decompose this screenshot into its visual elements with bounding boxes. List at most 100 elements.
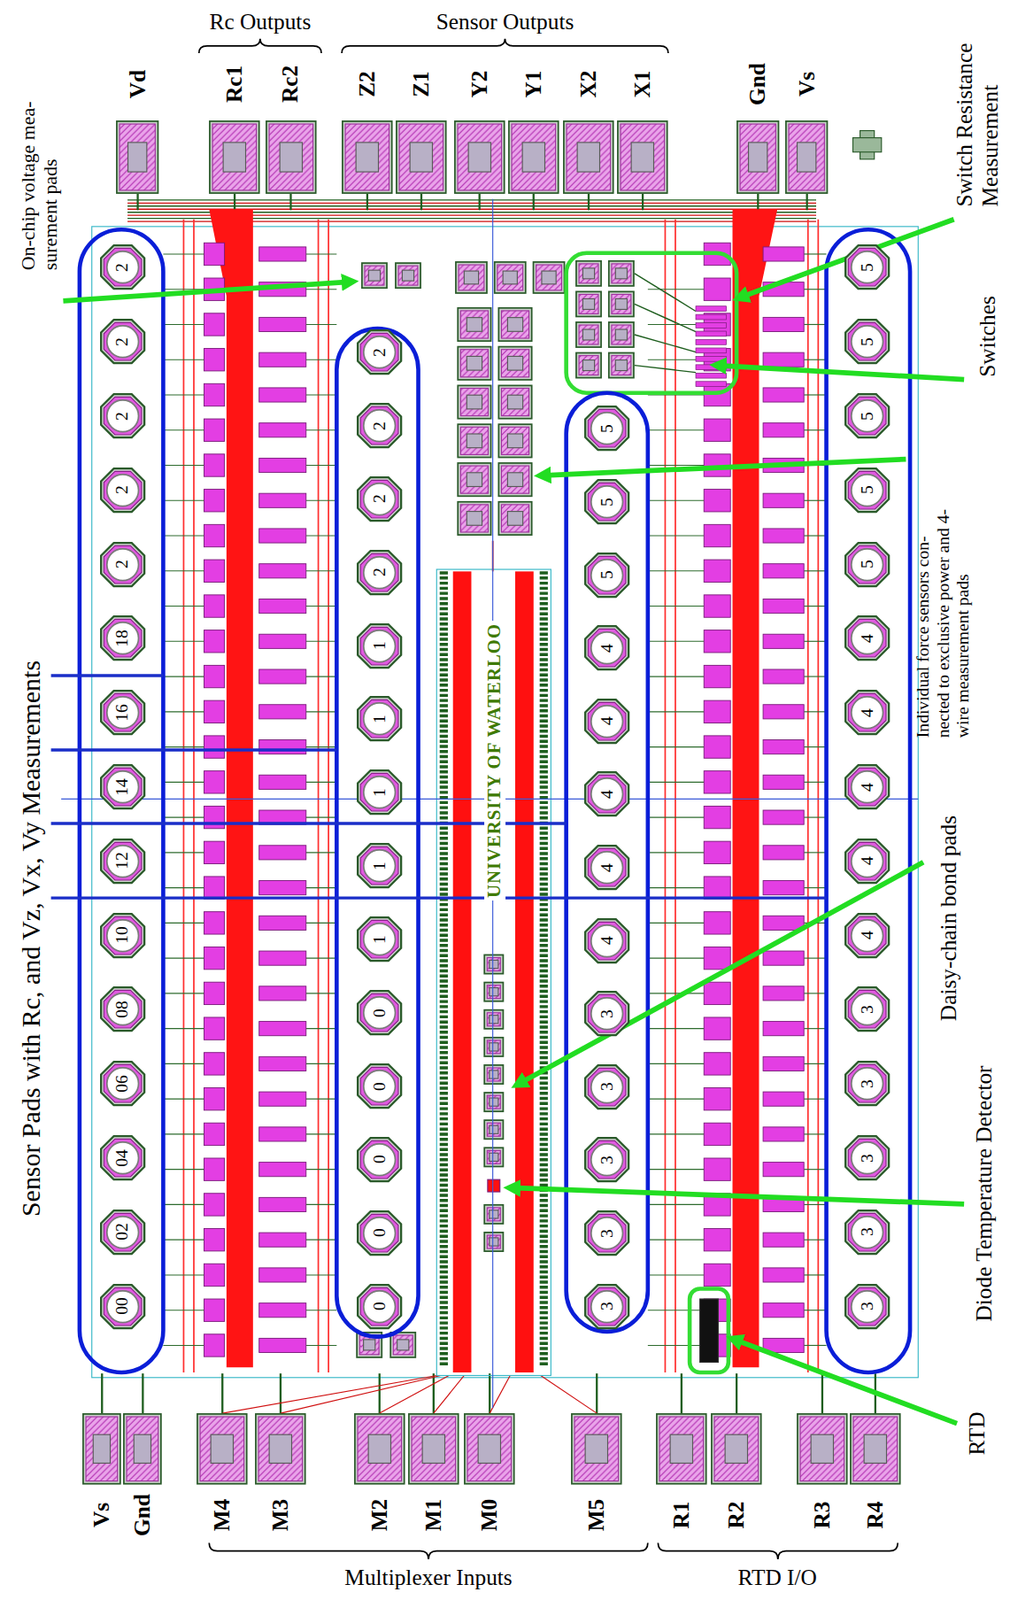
bond-pad: M0 xyxy=(463,1412,516,1485)
pad-opening xyxy=(489,1237,499,1246)
pad-frame xyxy=(464,1413,515,1484)
diode xyxy=(487,1179,501,1192)
octagon-pad-graphic xyxy=(357,1063,401,1108)
pad-wire xyxy=(821,1372,824,1413)
pad-number: 5 xyxy=(596,497,617,507)
bond-pad: Rc2 xyxy=(265,120,317,194)
bond-pad: Y2 xyxy=(454,120,506,194)
pad-wire xyxy=(641,193,644,210)
transistor-block xyxy=(763,633,804,648)
pad-number: 2 xyxy=(369,493,390,503)
transistor-block xyxy=(259,1162,307,1177)
octagon-pad-graphic xyxy=(845,987,889,1032)
pad-metal xyxy=(511,123,556,191)
pad-metal xyxy=(486,1040,501,1054)
pad-shape xyxy=(354,1412,406,1485)
pad-opening xyxy=(507,511,523,526)
transistor-block xyxy=(763,352,804,367)
pad-frame xyxy=(576,291,602,317)
sensor-pad: 06 xyxy=(98,1058,147,1108)
pad-label: Y1 xyxy=(520,69,547,98)
transistor-block xyxy=(204,348,225,371)
octagon-pad-graphic xyxy=(585,553,629,597)
pad-opening xyxy=(851,325,884,358)
transistor-block xyxy=(703,277,731,301)
pad-label: R2 xyxy=(724,1501,750,1529)
pad-opening xyxy=(591,632,624,664)
pad-frame xyxy=(484,1119,503,1139)
pad-frame xyxy=(100,616,145,660)
pad-shape xyxy=(454,120,506,194)
pad-shape xyxy=(736,120,779,194)
row-wire xyxy=(647,1098,704,1100)
sensor-pad: 4 xyxy=(842,836,892,886)
pad-metal xyxy=(360,332,399,371)
pad-opening xyxy=(507,317,523,332)
pad-label: Vs xyxy=(794,70,820,96)
pad-metal xyxy=(566,123,611,191)
pad-frame xyxy=(845,616,889,660)
transistor-block xyxy=(204,559,225,582)
pad-frame xyxy=(484,954,503,973)
bond-pad: X2 xyxy=(562,120,615,194)
group-brace xyxy=(341,38,669,54)
transistor-block xyxy=(763,809,804,825)
pad-number: 00 xyxy=(112,1296,133,1315)
sensor-pad: 3 xyxy=(582,1208,632,1257)
bond-pad-graphic xyxy=(786,121,828,193)
pad-metal xyxy=(486,1149,501,1164)
octagon-pad-graphic xyxy=(100,542,145,586)
sensor-pad: 2 xyxy=(98,242,147,292)
row-wire xyxy=(803,1344,826,1346)
row-wire xyxy=(162,570,204,571)
pad-metal xyxy=(848,322,887,361)
row-wire xyxy=(803,851,826,853)
transistor-block xyxy=(763,1021,804,1036)
pad-opening xyxy=(363,776,396,809)
transistor-block xyxy=(763,740,804,755)
pad-frame xyxy=(585,991,629,1035)
pad-opening xyxy=(489,987,499,996)
transistor-block xyxy=(259,528,307,543)
pad-opening xyxy=(478,1434,502,1463)
pad-opening xyxy=(591,412,624,445)
row-wire xyxy=(162,1063,204,1064)
pad-opening xyxy=(851,770,884,803)
pad-number: 2 xyxy=(112,262,133,272)
pad-metal xyxy=(848,619,887,658)
sensor-pad: 4 xyxy=(582,623,632,672)
transistor-block xyxy=(204,489,225,512)
pad-frame xyxy=(354,1413,405,1484)
pad-number: 3 xyxy=(596,1082,617,1092)
pad-opening xyxy=(591,1071,624,1103)
pad-metal xyxy=(848,1287,887,1326)
pad-opening xyxy=(582,329,594,340)
row-wire xyxy=(803,746,826,748)
transistor-block xyxy=(259,915,307,930)
octagon-pad-graphic xyxy=(100,616,145,660)
pad-number: 2 xyxy=(112,485,133,494)
row-wire xyxy=(803,605,826,607)
pad-metal xyxy=(848,1064,887,1103)
octagon-pad-graphic xyxy=(845,913,889,957)
resistor-bar xyxy=(515,570,534,1373)
transistor-block xyxy=(204,981,225,1004)
pad-frame xyxy=(498,462,532,496)
pad-opening xyxy=(269,1434,292,1463)
fan-wire xyxy=(280,1374,441,1413)
pad-label: R1 xyxy=(668,1501,694,1529)
pad-frame xyxy=(100,1135,145,1180)
pad-metal xyxy=(587,701,626,741)
pad-metal xyxy=(578,324,599,345)
pad-metal xyxy=(360,1213,399,1252)
switch-test-pad xyxy=(576,261,602,286)
sensor-pad: 4 xyxy=(842,687,892,737)
pad-metal xyxy=(360,1287,399,1326)
octagon-pad-graphic xyxy=(585,625,629,670)
row-wire xyxy=(647,710,704,712)
pad-frame xyxy=(100,468,145,512)
pad-shape xyxy=(849,1412,902,1485)
row-wire xyxy=(306,359,338,361)
sensor-pad: 5 xyxy=(582,403,632,453)
daisy-chain-pad xyxy=(484,1119,503,1139)
